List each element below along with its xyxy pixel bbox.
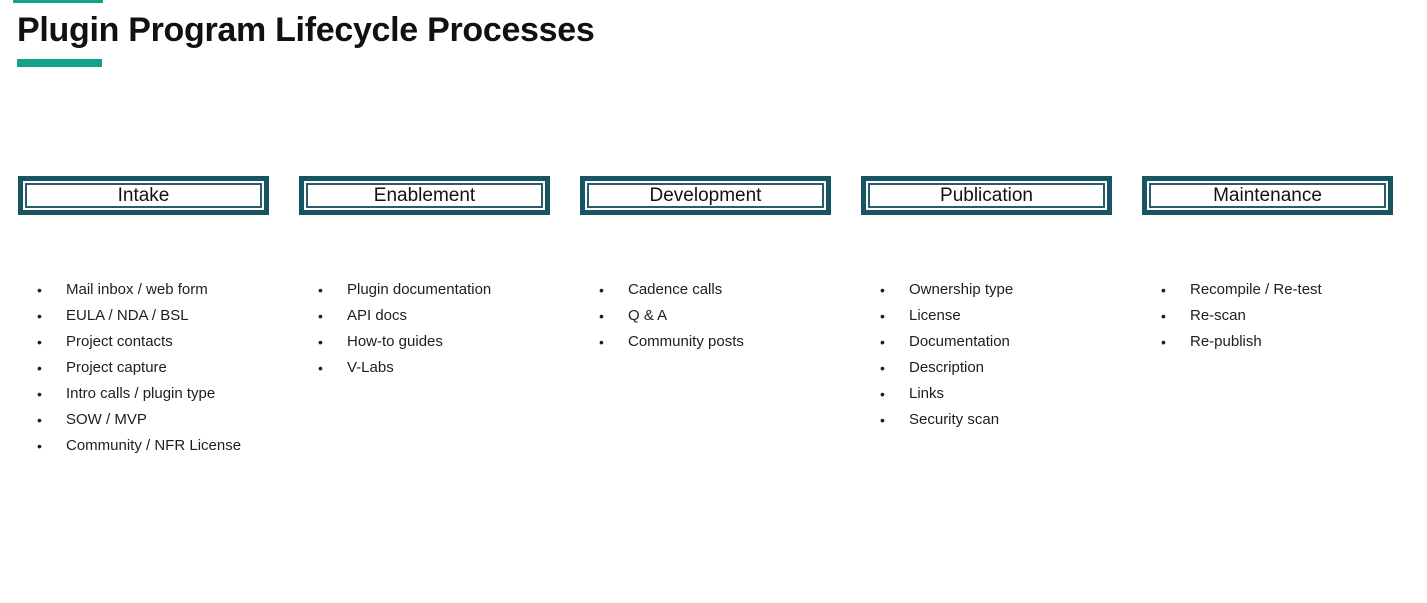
title-accent-underline — [17, 59, 102, 67]
list-item: Project contacts — [18, 329, 269, 355]
stage-header-label: Maintenance — [1149, 183, 1386, 208]
list-item: Cadence calls — [580, 277, 831, 303]
list-item: API docs — [299, 303, 550, 329]
list-item: Description — [861, 355, 1112, 381]
list-item: Mail inbox / web form — [18, 277, 269, 303]
stage-development: Development Cadence callsQ & ACommunity … — [580, 176, 831, 459]
stage-header-box: Maintenance — [1142, 176, 1393, 215]
list-item: License — [861, 303, 1112, 329]
list-item: Re-publish — [1142, 329, 1393, 355]
stage-intake: Intake Mail inbox / web formEULA / NDA /… — [18, 176, 269, 459]
stage-item-list: Plugin documentationAPI docsHow-to guide… — [299, 277, 550, 381]
page-title: Plugin Program Lifecycle Processes — [17, 11, 595, 49]
stage-header-box: Intake — [18, 176, 269, 215]
list-item: Community / NFR License — [18, 433, 269, 459]
stage-item-list: Cadence callsQ & ACommunity posts — [580, 277, 831, 355]
list-item: SOW / MVP — [18, 407, 269, 433]
list-item: Intro calls / plugin type — [18, 381, 269, 407]
stage-header-box: Development — [580, 176, 831, 215]
stage-header-label: Publication — [868, 183, 1105, 208]
stage-header-label: Development — [587, 183, 824, 208]
stage-header-label: Intake — [25, 183, 262, 208]
list-item: Q & A — [580, 303, 831, 329]
stage-header-box: Publication — [861, 176, 1112, 215]
stage-item-list: Ownership typeLicenseDocumentationDescri… — [861, 277, 1112, 433]
stage-publication: Publication Ownership typeLicenseDocumen… — [861, 176, 1112, 459]
list-item: Re-scan — [1142, 303, 1393, 329]
list-item: Recompile / Re-test — [1142, 277, 1393, 303]
list-item: EULA / NDA / BSL — [18, 303, 269, 329]
list-item: Plugin documentation — [299, 277, 550, 303]
stage-item-list: Recompile / Re-testRe-scanRe-publish — [1142, 277, 1393, 355]
stage-header-box: Enablement — [299, 176, 550, 215]
list-item: Community posts — [580, 329, 831, 355]
lifecycle-stages: Intake Mail inbox / web formEULA / NDA /… — [18, 176, 1393, 459]
stage-maintenance: Maintenance Recompile / Re-testRe-scanRe… — [1142, 176, 1393, 459]
list-item: Project capture — [18, 355, 269, 381]
stage-header-label: Enablement — [306, 183, 543, 208]
top-edge-accent-bar — [13, 0, 103, 3]
stage-item-list: Mail inbox / web formEULA / NDA / BSLPro… — [18, 277, 269, 459]
stage-enablement: Enablement Plugin documentationAPI docsH… — [299, 176, 550, 459]
list-item: Documentation — [861, 329, 1112, 355]
list-item: How-to guides — [299, 329, 550, 355]
list-item: Security scan — [861, 407, 1112, 433]
list-item: Links — [861, 381, 1112, 407]
list-item: Ownership type — [861, 277, 1112, 303]
list-item: V-Labs — [299, 355, 550, 381]
